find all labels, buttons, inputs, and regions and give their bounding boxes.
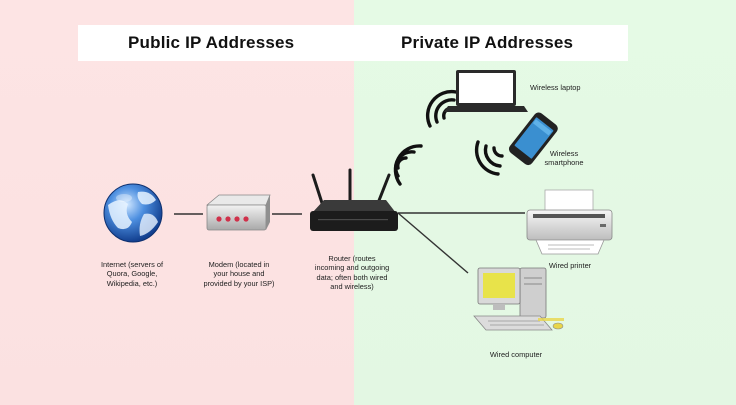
public-ip-title: Public IP Addresses: [128, 33, 295, 52]
public-zone-background: [0, 0, 354, 405]
private-ip-title: Private IP Addresses: [401, 33, 574, 52]
laptop-label: Wireless laptop: [530, 83, 581, 92]
printer-label: Wired printer: [548, 261, 592, 270]
smartphone-label: Wireless smartphone: [544, 149, 584, 168]
wifi-signal-icon: [393, 144, 423, 186]
laptop-icon: [444, 70, 528, 112]
wifi-signal-icon: [474, 140, 504, 176]
printer-icon: [526, 189, 613, 255]
computer-label: Wired computer: [489, 350, 543, 359]
computer-icon: [473, 267, 564, 331]
router-label: Router (routes incoming and outgoing dat…: [314, 254, 390, 292]
smartphone-icon: [508, 112, 558, 166]
modem-icon: [205, 194, 271, 231]
globe-icon: [103, 183, 163, 243]
modem-label: Modem (located in your house and provide…: [203, 260, 275, 288]
header-band: [78, 25, 628, 61]
router-icon: [310, 168, 398, 231]
link-router-computer: [397, 212, 469, 274]
internet-label: Internet (servers of Quora, Google, Wiki…: [100, 260, 164, 288]
connection-lines: [174, 212, 525, 274]
